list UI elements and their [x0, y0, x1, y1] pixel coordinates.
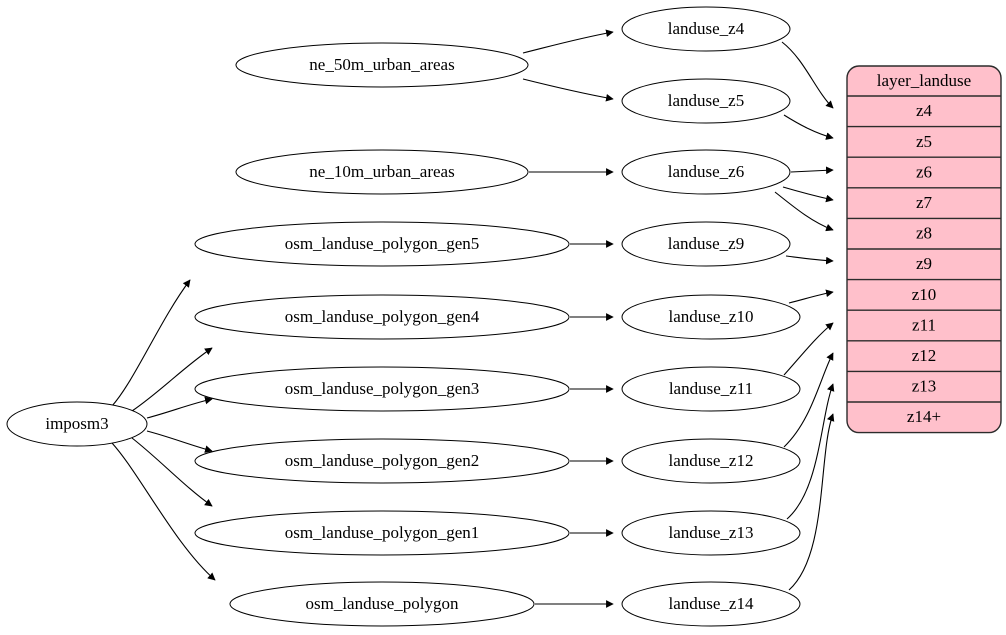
- node-ellipse-ne_10m_urban_areas[interactable]: [235, 149, 529, 195]
- layer-landuse-table: layer_landuse z4 z5 z6 z7 z8 z9 z10 z11 z12 z13 z14…: [846, 65, 1002, 434]
- edge-landuse_z11-to-row_z11: [783, 322, 834, 376]
- table-row-z4[interactable]: z4: [916, 101, 933, 120]
- table-row-z14+[interactable]: z14+: [907, 407, 941, 426]
- node-label-landuse_z11: landuse_z11: [669, 379, 753, 398]
- node-label-ne_50m_urban_areas: ne_50m_urban_areas: [309, 55, 454, 74]
- edge-imposm3-to-osm_landuse_polygon_gen3: [146, 396, 213, 419]
- node-label-osm_landuse_polygon_gen4: osm_landuse_polygon_gen4: [285, 307, 480, 326]
- edge-imposm3-to-osm_landuse_polygon: [111, 442, 216, 581]
- node-label-osm_landuse_polygon_gen5: osm_landuse_polygon_gen5: [285, 234, 480, 253]
- node-ellipse-osm_landuse_polygon_gen4[interactable]: [194, 294, 570, 340]
- node-osm_landuse_polygon[interactable]: osm_landuse_polygon: [229, 581, 535, 627]
- node-ellipse-landuse_z14[interactable]: [621, 581, 801, 627]
- node-label-landuse_z6: landuse_z6: [668, 162, 744, 181]
- table-row-z12[interactable]: z12: [912, 346, 937, 365]
- node-landuse_z12[interactable]: landuse_z12: [621, 438, 801, 484]
- table-row-z11[interactable]: z11: [912, 315, 936, 334]
- edge-imposm3-to-osm_landuse_polygon_gen4: [131, 347, 213, 412]
- node-osm_landuse_polygon_gen4[interactable]: osm_landuse_polygon_gen4: [194, 294, 570, 340]
- edges-group: [111, 29, 835, 608]
- node-landuse_z11[interactable]: landuse_z11: [621, 366, 801, 412]
- node-ne_10m_urban_areas[interactable]: ne_10m_urban_areas: [235, 149, 529, 195]
- table-header-label: layer_landuse: [877, 71, 971, 90]
- node-label-osm_landuse_polygon_gen2: osm_landuse_polygon_gen2: [285, 451, 480, 470]
- node-landuse_z10[interactable]: landuse_z10: [621, 294, 801, 340]
- node-label-landuse_z5: landuse_z5: [668, 91, 744, 110]
- node-label-osm_landuse_polygon_gen3: osm_landuse_polygon_gen3: [285, 379, 480, 398]
- edge-landuse_z9-to-row_z9: [785, 255, 834, 265]
- node-ellipse-osm_landuse_polygon_gen5[interactable]: [194, 221, 570, 267]
- edge-landuse_z4-to-row_z4: [781, 41, 834, 109]
- node-landuse_z13[interactable]: landuse_z13: [621, 510, 801, 556]
- node-osm_landuse_polygon_gen5[interactable]: osm_landuse_polygon_gen5: [194, 221, 570, 267]
- node-landuse_z14[interactable]: landuse_z14: [621, 581, 801, 627]
- edge-landuse_z6-to-row_z7: [782, 186, 834, 203]
- table-row-z10[interactable]: z10: [912, 285, 937, 304]
- table-row-z8[interactable]: z8: [916, 224, 932, 243]
- edge-landuse_z12-to-row_z12: [783, 352, 834, 448]
- node-label-osm_landuse_polygon_gen1: osm_landuse_polygon_gen1: [285, 523, 480, 542]
- table-row-z7[interactable]: z7: [916, 193, 933, 212]
- node-ellipse-landuse_z9[interactable]: [621, 221, 791, 267]
- node-ellipse-landuse_z5[interactable]: [621, 78, 791, 124]
- node-ellipse-osm_landuse_polygon_gen2[interactable]: [194, 438, 570, 484]
- node-ellipse-landuse_z10[interactable]: [621, 294, 801, 340]
- node-landuse_z9[interactable]: landuse_z9: [621, 221, 791, 267]
- edge-imposm3-to-osm_landuse_polygon_gen2: [146, 430, 213, 453]
- node-ellipse-landuse_z13[interactable]: [621, 510, 801, 556]
- node-osm_landuse_polygon_gen1[interactable]: osm_landuse_polygon_gen1: [194, 510, 570, 556]
- edge-landuse_z6-to-row_z6: [790, 166, 834, 175]
- edge-ne_50m_urban_areas-to-landuse_z4: [522, 29, 614, 54]
- node-ellipse-landuse_z6[interactable]: [621, 149, 791, 195]
- node-ne_50m_urban_areas[interactable]: ne_50m_urban_areas: [235, 42, 529, 88]
- table-row-z13[interactable]: z13: [912, 377, 937, 396]
- node-ellipse-ne_50m_urban_areas[interactable]: [235, 42, 529, 88]
- node-imposm3[interactable]: imposm3: [6, 401, 148, 447]
- edge-landuse_z5-to-row_z5: [783, 114, 834, 140]
- edge-landuse_z13-to-row_z13: [786, 383, 835, 520]
- nodes-group: imposm3 ne_50m_urban_areas ne_10m_urban_ar…: [6, 6, 801, 627]
- node-ellipse-landuse_z11[interactable]: [621, 366, 801, 412]
- edge-imposm3-to-osm_landuse_polygon_gen5: [111, 279, 191, 407]
- node-label-landuse_z14: landuse_z14: [669, 594, 754, 613]
- node-ellipse-osm_landuse_polygon[interactable]: [229, 581, 535, 627]
- table-row-z9[interactable]: z9: [916, 254, 932, 273]
- node-landuse_z5[interactable]: landuse_z5: [621, 78, 791, 124]
- node-label-landuse_z9: landuse_z9: [668, 234, 744, 253]
- edge-landuse_z10-to-row_z10: [788, 289, 834, 304]
- node-ellipse-osm_landuse_polygon_gen1[interactable]: [194, 510, 570, 556]
- node-ellipse-landuse_z12[interactable]: [621, 438, 801, 484]
- node-label-landuse_z13: landuse_z13: [669, 523, 754, 542]
- node-ellipse-landuse_z4[interactable]: [621, 6, 791, 52]
- node-label-osm_landuse_polygon: osm_landuse_polygon: [306, 594, 459, 613]
- table-row-z5[interactable]: z5: [916, 132, 932, 151]
- node-osm_landuse_polygon_gen3[interactable]: osm_landuse_polygon_gen3: [194, 366, 570, 412]
- node-ellipse-osm_landuse_polygon_gen3[interactable]: [194, 366, 570, 412]
- node-landuse_z6[interactable]: landuse_z6: [621, 149, 791, 195]
- node-label-landuse_z4: landuse_z4: [668, 19, 745, 38]
- node-label-ne_10m_urban_areas: ne_10m_urban_areas: [309, 162, 454, 181]
- node-label-landuse_z12: landuse_z12: [669, 451, 754, 470]
- edge-landuse_z6-to-row_z8: [774, 191, 834, 232]
- edge-imposm3-to-osm_landuse_polygon_gen1: [131, 437, 213, 507]
- node-ellipse-imposm3[interactable]: [6, 401, 148, 447]
- node-label-imposm3: imposm3: [45, 414, 108, 433]
- node-landuse_z4[interactable]: landuse_z4: [621, 6, 791, 52]
- node-osm_landuse_polygon_gen2[interactable]: osm_landuse_polygon_gen2: [194, 438, 570, 484]
- node-label-landuse_z10: landuse_z10: [669, 307, 754, 326]
- table-row-z6[interactable]: z6: [916, 162, 932, 181]
- edge-landuse_z14-to-row_z14: [788, 413, 835, 591]
- edge-ne_50m_urban_areas-to-landuse_z5: [522, 78, 614, 102]
